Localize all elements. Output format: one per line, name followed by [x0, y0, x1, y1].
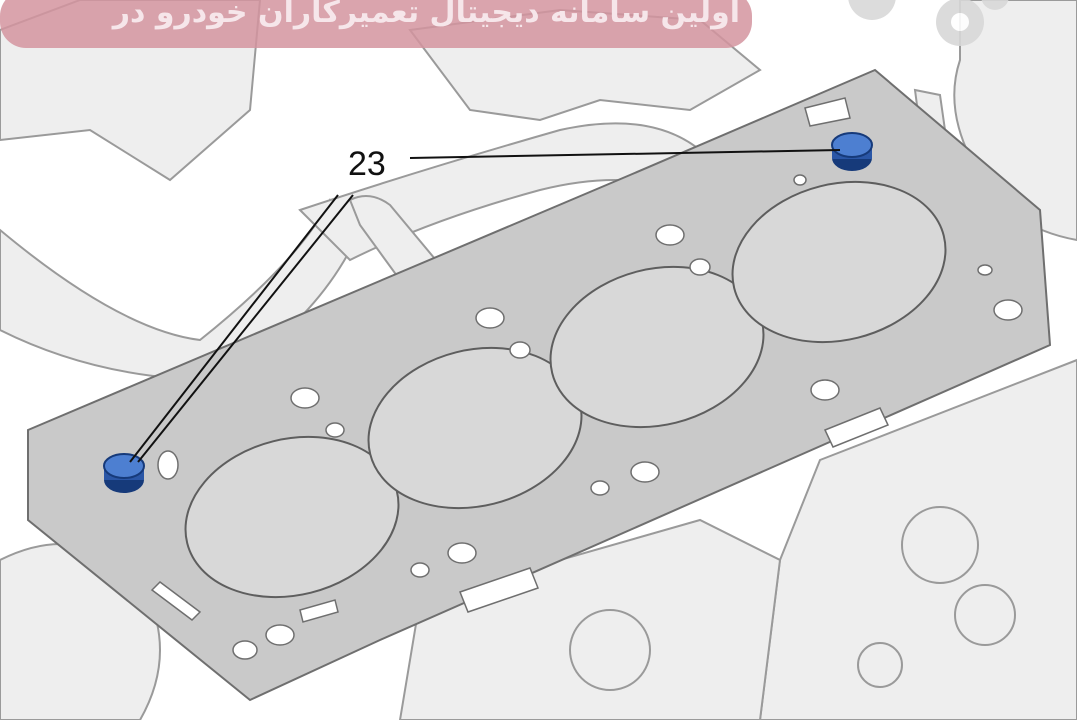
gasket-hole — [793, 174, 807, 186]
gasket-holes — [157, 174, 1023, 660]
cylinder-bore-4 — [731, 180, 947, 344]
cylinder-bores — [184, 180, 947, 599]
gasket-hole — [630, 461, 660, 483]
callout: 23 — [129, 145, 841, 463]
gasket-hole — [509, 341, 531, 359]
gasket-slot — [299, 599, 339, 623]
dowel-pin-icon — [831, 132, 873, 158]
head-gasket — [27, 68, 1052, 702]
dowel-pin-front — [103, 453, 145, 493]
gasket-hole — [993, 299, 1023, 321]
callout-leader-front-2 — [137, 194, 354, 463]
dowel-pin-icon — [103, 453, 145, 479]
watermark: اولین سامانه دیجیتال تعمیرکاران خودرو در — [0, 0, 1009, 48]
gasket-hole — [655, 224, 685, 246]
gasket-hole — [977, 264, 993, 276]
callout-leader-front-1 — [129, 194, 339, 463]
gasket-hole — [157, 450, 179, 480]
gasket-hole — [475, 307, 505, 329]
gasket-hole — [325, 422, 345, 438]
gasket-slots — [150, 97, 890, 623]
gasket-hole — [232, 640, 258, 660]
gasket-hole — [689, 258, 711, 276]
gasket-hole — [810, 379, 840, 401]
lower-boss-4 — [857, 642, 903, 688]
lower-boss-2 — [954, 584, 1016, 646]
callout-leader-rear — [409, 149, 841, 159]
gasket-hole — [590, 480, 610, 496]
gasket-slot — [823, 407, 890, 448]
lower-boss-3 — [569, 609, 651, 691]
watermark-banner — [0, 0, 752, 48]
gasket-hole — [447, 542, 477, 564]
gasket-slot — [459, 567, 539, 613]
gasket-slot — [804, 97, 851, 127]
logo-watermark-icon — [848, 0, 1009, 46]
dowel-pin-rear — [831, 132, 873, 171]
callout-label: 23 — [348, 145, 386, 183]
lower-boss-1 — [901, 506, 979, 584]
gasket-hole — [410, 562, 430, 578]
watermark-text: اولین سامانه دیجیتال تعمیرکاران خودرو در — [111, 0, 740, 30]
gasket-hole — [290, 387, 320, 409]
gasket-hole — [265, 624, 295, 646]
gasket-slot — [150, 581, 202, 621]
